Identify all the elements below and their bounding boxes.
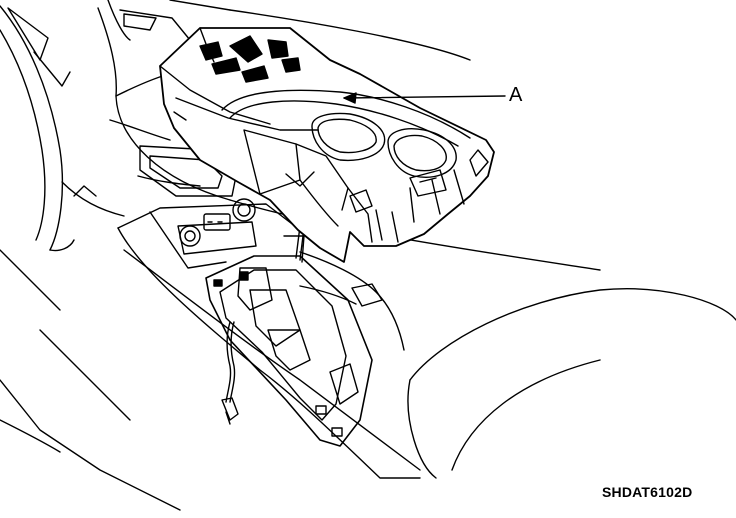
figure-code-label: SHDAT6102D (602, 484, 693, 500)
callout-label-a: A (509, 84, 523, 106)
console-side-panel (300, 252, 404, 350)
steering-wheel-outline (0, 6, 74, 251)
instrument-panel-top (62, 0, 470, 216)
seat-cushion (408, 289, 736, 478)
cup-holder-assembly (160, 28, 494, 262)
floor-lines (0, 200, 600, 510)
callout-leader (344, 93, 505, 103)
wiring-harness (222, 322, 238, 424)
shift-lever-bay (206, 222, 372, 446)
